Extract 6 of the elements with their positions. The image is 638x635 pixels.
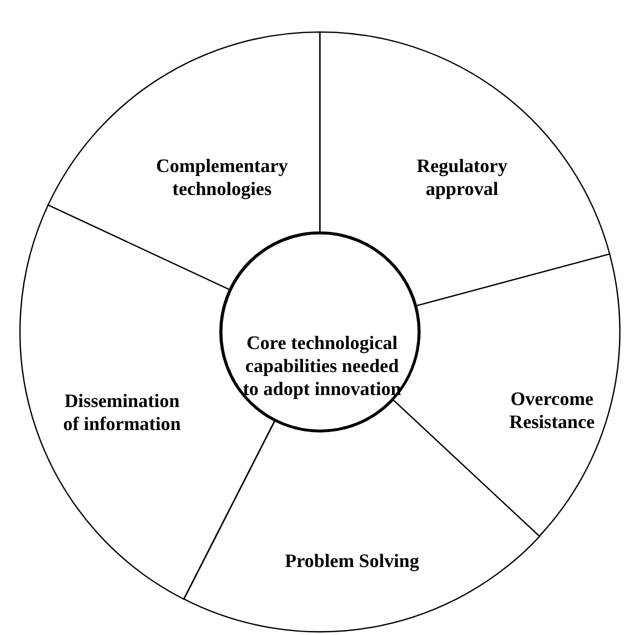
segment-label: Regulatory approval (416, 155, 508, 201)
segment-label: Dissemination of information (62, 390, 182, 436)
segment-label: Complementary technologies (155, 155, 289, 201)
center-label: Core technological capabilities needed to adopt innovation (242, 332, 402, 401)
segment-label: Overcome Resistance (508, 388, 596, 434)
segment-label: Problem Solving (284, 550, 420, 573)
